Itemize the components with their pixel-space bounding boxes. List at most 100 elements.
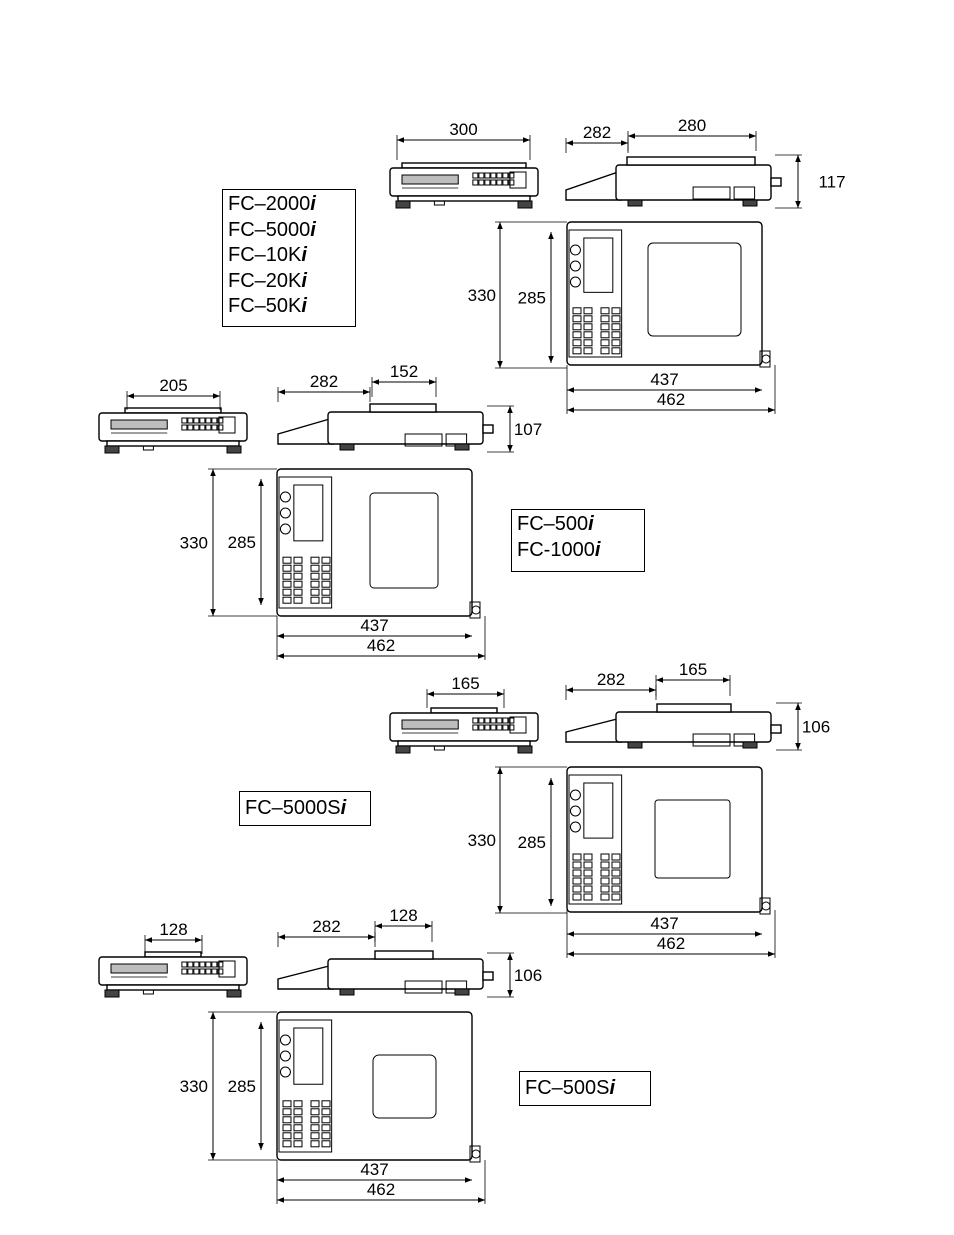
display-area xyxy=(583,782,614,839)
key xyxy=(583,861,593,869)
key xyxy=(193,417,200,424)
dimension-label: 462 xyxy=(367,636,395,655)
dimension-label: 282 xyxy=(310,372,338,391)
key xyxy=(211,417,218,424)
vertical-dimension: 330 xyxy=(468,767,503,913)
side-panel xyxy=(733,186,756,200)
dimension-label: 165 xyxy=(451,674,479,693)
level-tab xyxy=(770,177,782,187)
model-name: FC–500Si xyxy=(525,1077,616,1099)
key xyxy=(583,307,593,315)
dimension-label: 330 xyxy=(180,534,208,553)
dimension-label: 330 xyxy=(468,286,496,305)
key xyxy=(478,172,485,179)
key xyxy=(187,417,194,424)
dimension-label: 128 xyxy=(159,920,187,939)
top-view xyxy=(276,468,481,619)
key xyxy=(611,877,621,885)
dimension-label: 462 xyxy=(367,1180,395,1199)
key xyxy=(611,853,621,861)
key xyxy=(181,417,188,424)
foot-small xyxy=(433,745,445,751)
model-box-g4: FC–500Si xyxy=(519,1071,651,1106)
key xyxy=(490,724,497,731)
horizontal-dimension: 152 xyxy=(371,362,437,397)
display-window xyxy=(110,419,168,430)
weighing-pan xyxy=(656,703,732,713)
horizontal-dimension: 282 xyxy=(565,123,629,153)
model-box-g1: FC–2000i FC–5000i FC–10Ki FC–20Ki FC–50K… xyxy=(222,189,356,327)
foot xyxy=(104,989,120,998)
key xyxy=(282,556,292,564)
key xyxy=(572,339,582,347)
vertical-dimension: 285 xyxy=(228,1022,264,1150)
vertical-dimension: 285 xyxy=(518,232,554,363)
display-area xyxy=(583,237,614,293)
key xyxy=(572,315,582,323)
bubble-housing xyxy=(759,350,771,368)
key xyxy=(282,564,292,572)
scale-top-outline xyxy=(566,766,763,913)
control-panel xyxy=(278,476,333,609)
foot xyxy=(226,989,242,998)
key xyxy=(217,417,224,424)
vertical-dimension: 330 xyxy=(180,1012,216,1160)
level-tab xyxy=(482,971,494,981)
vertical-dimension: 107 xyxy=(507,406,542,452)
horizontal-dimension: 282 xyxy=(277,372,371,402)
dimension-label: 282 xyxy=(597,670,625,689)
foot xyxy=(517,745,533,754)
dimension-label: 280 xyxy=(678,116,706,135)
side-view xyxy=(277,950,494,996)
horizontal-dimension: 462 xyxy=(567,390,775,413)
key xyxy=(496,172,503,179)
round-key xyxy=(279,491,291,503)
key xyxy=(583,331,593,339)
key xyxy=(572,877,582,885)
bubble-housing xyxy=(469,601,481,619)
key xyxy=(321,1140,331,1148)
round-key xyxy=(279,1066,291,1078)
key xyxy=(205,961,212,968)
key-cluster xyxy=(509,716,527,734)
weighing-pan xyxy=(372,1054,437,1119)
horizontal-dimension: 280 xyxy=(627,116,757,151)
dimension-label: 330 xyxy=(180,1077,208,1096)
foot xyxy=(395,745,411,754)
foot xyxy=(395,200,411,209)
round-key xyxy=(569,821,581,833)
key xyxy=(600,853,610,861)
key xyxy=(572,323,582,331)
key xyxy=(310,564,320,572)
key xyxy=(478,724,485,731)
key xyxy=(508,717,515,724)
bubble-housing xyxy=(759,897,771,915)
level-bubble xyxy=(471,605,481,615)
round-key xyxy=(569,276,581,288)
foot xyxy=(104,445,120,454)
key xyxy=(293,1108,303,1116)
key xyxy=(583,885,593,893)
top-view xyxy=(566,221,771,368)
horizontal-dimension: 128 xyxy=(374,906,433,942)
display-wedge xyxy=(277,417,334,445)
key xyxy=(293,1140,303,1148)
dimension-label: 437 xyxy=(650,370,678,389)
key xyxy=(600,861,610,869)
key xyxy=(572,347,582,355)
key xyxy=(282,1108,292,1116)
key xyxy=(310,572,320,580)
key xyxy=(484,179,491,186)
key xyxy=(321,1108,331,1116)
dimension-label: 462 xyxy=(657,934,685,953)
front-view xyxy=(98,951,248,998)
key xyxy=(472,179,479,186)
dimension-label: 437 xyxy=(360,616,388,635)
key xyxy=(600,869,610,877)
dimension-label: 152 xyxy=(390,362,418,381)
key xyxy=(282,1140,292,1148)
key xyxy=(293,1132,303,1140)
